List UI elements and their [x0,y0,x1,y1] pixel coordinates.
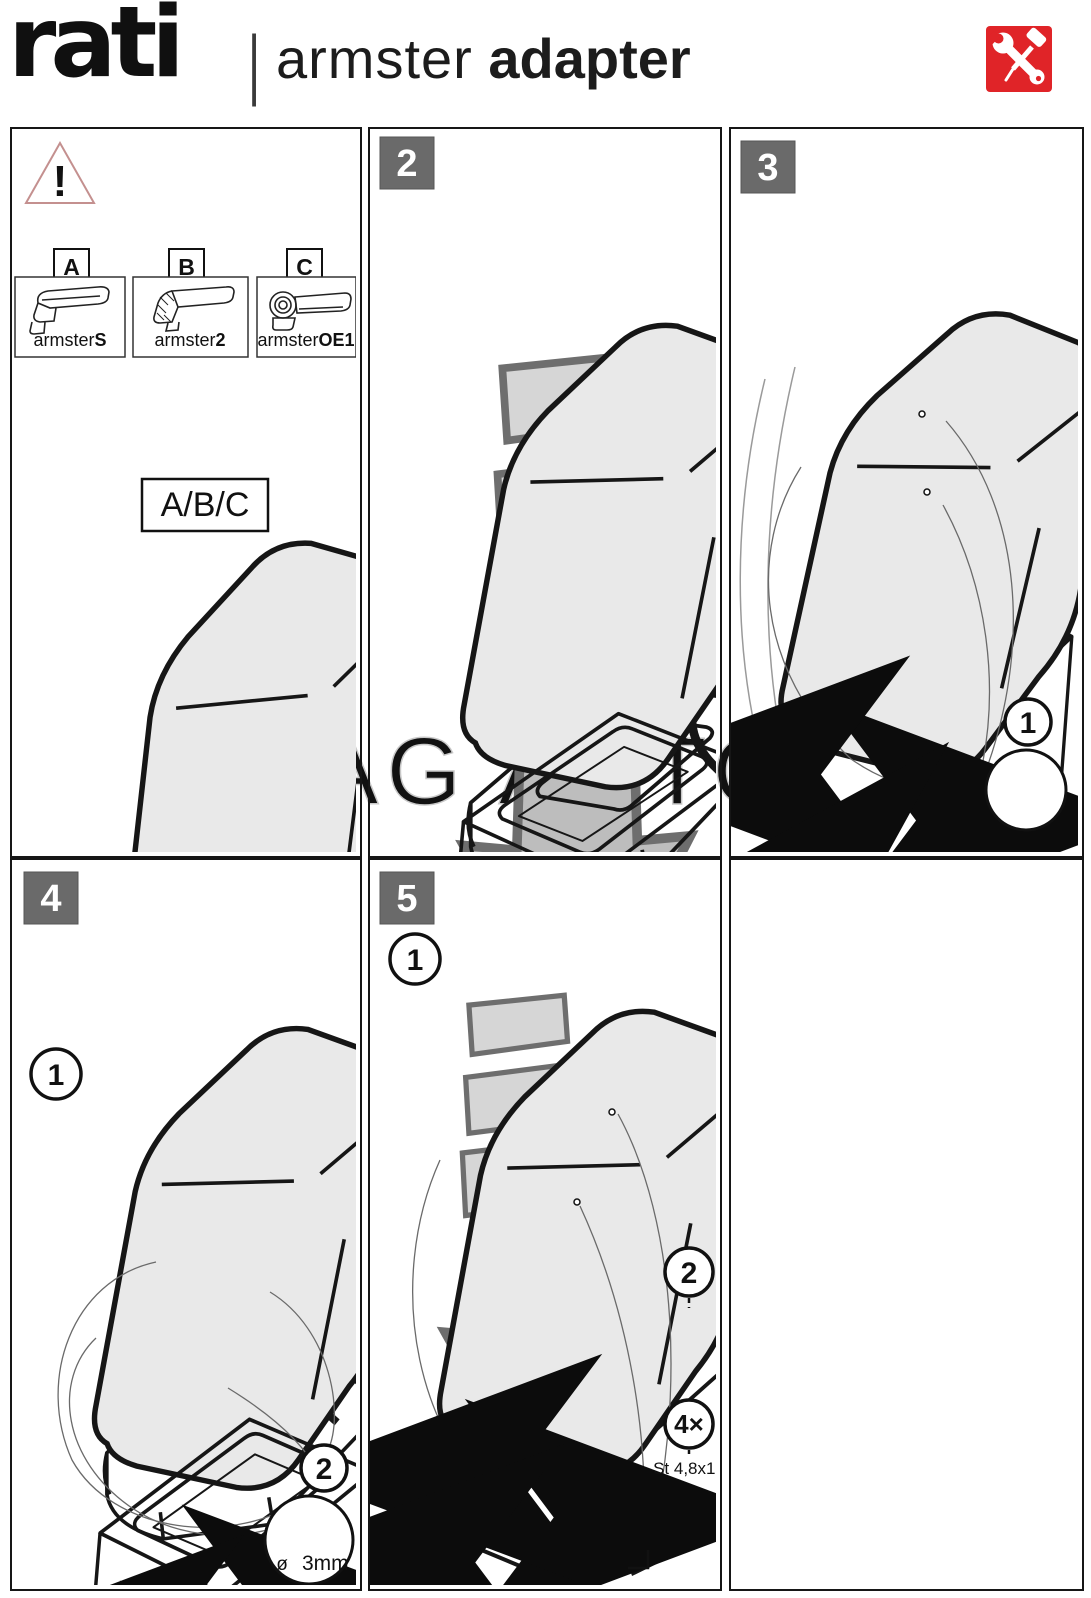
tools-icon [986,26,1052,92]
option-a-key: A [63,254,80,280]
step-number: 5 [396,878,417,920]
callout-2-number: 2 [681,1257,698,1290]
pointer-arrow-icon [12,1534,245,1585]
callout-2: 2 [663,1246,715,1298]
screw-spec-label: St 4,8x16 [653,1459,716,1478]
step-number: 2 [396,143,417,185]
callout-1-number: 1 [48,1059,65,1092]
step-number: 4 [40,878,61,920]
step-number-badge: 3 [740,140,796,194]
option-b-label: armster2 [154,330,225,350]
armrest-graphic [453,302,716,806]
step-number-badge: 2 [379,136,435,190]
step-number: 3 [757,147,778,189]
screw-point [573,1198,581,1206]
option-b: B armster2 [132,248,249,358]
combined-label-plate: A/B/C [140,477,270,533]
screw-count-label: 4× [674,1409,704,1439]
screw-point [918,410,926,418]
combined-label-text: A/B/C [161,486,250,524]
brand-logo: rati [8,0,185,100]
armster-2-thumbnail [153,286,235,332]
callout-1-number: 1 [407,944,424,977]
step-number-badge: 4 [23,871,79,925]
callout-1: 1 [29,1047,83,1101]
armrest-graphic [85,1005,356,1507]
mark-with-pen-callout [984,748,1068,832]
callout-1-number: 1 [1020,707,1037,740]
warning-triangle-icon: ! [24,140,96,206]
screw-point [923,488,931,496]
panel-compatibility: ! A armsterS B [10,127,362,858]
option-c: C armsterOE1 [256,248,356,358]
header: rati | armster adapter [0,0,1091,127]
page-title: armster adapter [276,26,691,91]
callout-1: 1 [388,932,442,986]
armster-oe1-thumbnail [269,291,352,331]
callout-2-number: 2 [316,1453,333,1486]
option-b-key: B [178,254,195,280]
warning-exclamation: ! [53,157,68,206]
panel-step-5: 5 1 2 [368,858,722,1591]
option-c-key: C [296,254,313,280]
armrest-graphic [119,530,356,852]
panel-step-3: 3 1 [729,127,1084,858]
option-a-label: armsterS [33,330,106,350]
armster-s-thumbnail [29,286,110,335]
panel-step-2: 2 [368,127,722,858]
drill-diameter-symbol: ø [276,1554,288,1575]
callout-anchor-mark [628,1550,650,1570]
screw-point [608,1108,616,1116]
product-line-label: armster [276,27,473,90]
product-name-label: adapter [488,27,691,90]
header-divider: | [248,19,261,107]
lift-up-arrow-icon [12,860,17,1041]
step-number-badge: 5 [379,871,435,925]
panel-empty [729,858,1084,1591]
option-c-label: armsterOE1 [257,330,354,350]
callout-1: 1 [1003,697,1053,747]
quantity-callout: 4× [663,1398,715,1450]
drill-size-label: 3mm [302,1552,349,1575]
drill-callout: ø 3mm [263,1494,355,1585]
callout-2: 2 [299,1443,349,1493]
panel-step-4: 4 1 2 [10,858,362,1591]
option-a: A armsterS [14,248,126,358]
